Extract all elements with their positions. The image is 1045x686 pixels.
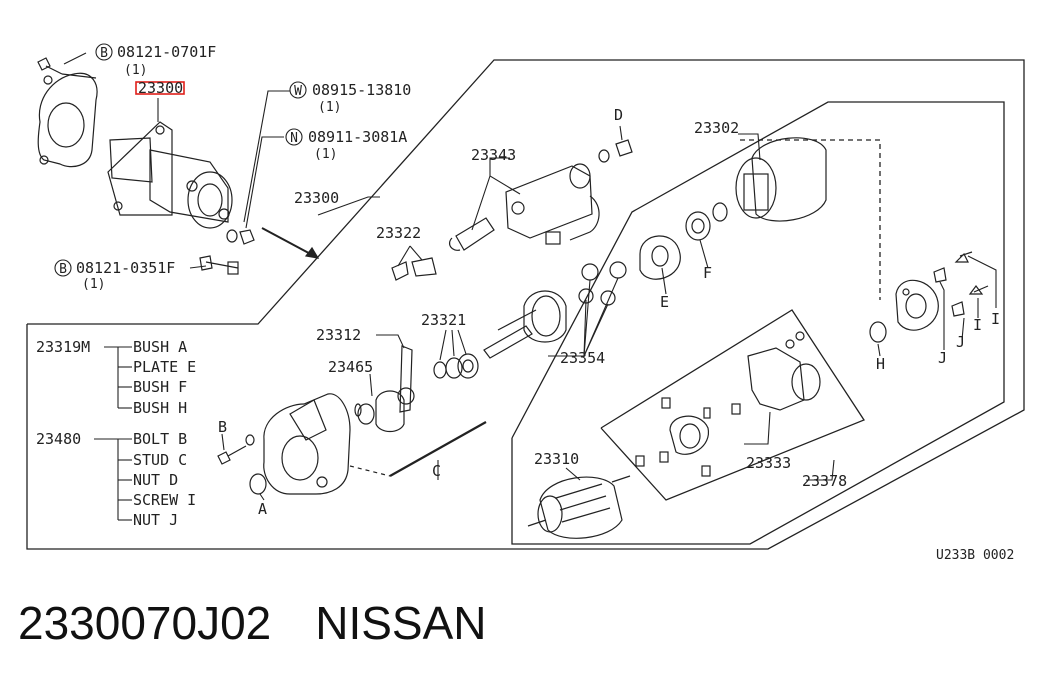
part-footer: 2330070J02 NISSAN — [18, 596, 487, 650]
part-23465: 23465 — [328, 358, 373, 376]
circle-letter-w: W — [294, 84, 302, 99]
outer-frame — [26, 59, 1025, 550]
letter-i-1: I — [973, 316, 982, 334]
bolt-part-number: 08121-0701F — [117, 43, 216, 61]
component-drawings — [217, 137, 989, 539]
nut-quantity: (1) — [314, 147, 337, 162]
part-23343: 23343 — [471, 146, 516, 164]
washer-quantity: (1) — [318, 100, 341, 115]
kit-item: STUD C — [133, 451, 187, 469]
part-23321: 23321 — [421, 311, 466, 329]
circle-letter-b: B — [100, 46, 108, 61]
front-housing-drawing — [263, 393, 351, 495]
kit-code: 23319M — [36, 338, 90, 356]
kit-item: BUSH A — [133, 338, 187, 356]
kit-item: BUSH H — [133, 399, 187, 417]
part-23354: 23354 — [560, 349, 605, 367]
letter-a: A — [258, 500, 267, 518]
diagram-code: U233B 0002 — [936, 548, 1014, 563]
callout-leaders — [63, 52, 380, 269]
cover-dashed-box — [740, 139, 881, 300]
part-23333: 23333 — [746, 454, 791, 472]
brush-holder-frame — [600, 309, 865, 501]
circle-letter-n: N — [290, 131, 298, 146]
kit-item: NUT D — [133, 471, 178, 489]
kit-item: BOLT B — [133, 430, 187, 448]
part-23302: 23302 — [694, 119, 739, 137]
bolt-quantity: (1) — [124, 63, 147, 78]
letter-h: H — [876, 355, 885, 373]
letter-b: B — [218, 418, 227, 436]
part-labels: 23300 23343 23302 23322 23312 23321 2335… — [218, 106, 1000, 518]
kit-item: SCREW I — [133, 491, 196, 509]
yoke-drawing — [751, 137, 827, 222]
part-23300: 23300 — [294, 189, 339, 207]
kit-code: 23480 — [36, 430, 81, 448]
inner-frame — [511, 101, 1005, 545]
callout-b-bottom: B 08121-0351F (1) — [54, 259, 175, 292]
highlight-box — [135, 81, 185, 95]
washer-part-number: 08915-13810 — [312, 81, 411, 99]
nut-part-number: 08911-3081A — [308, 128, 407, 146]
brand-name: NISSAN — [315, 597, 487, 649]
part-leaders — [221, 125, 997, 501]
assembly-part-number: 23300 — [138, 79, 183, 97]
circle-letter-b-bottom: B — [59, 262, 67, 277]
callout-n: N 08911-3081A (1) — [285, 128, 407, 162]
part-23312: 23312 — [316, 326, 361, 344]
letter-c: C — [432, 462, 441, 480]
callout-b-top: B 08121-0701F (1) — [95, 43, 216, 78]
kit-tree-23319m: 23319M BUSH A PLATE E BUSH F BUSH H — [36, 338, 196, 417]
kit-item: PLATE E — [133, 358, 196, 376]
kit-tree-23480: 23480 BOLT B STUD C NUT D SCREW I NUT J — [36, 430, 196, 529]
callout-w: W 08915-13810 (1) — [289, 81, 411, 115]
letter-j-1: J — [938, 349, 947, 367]
kit-item: BUSH F — [133, 378, 187, 396]
letter-i-2: I — [991, 310, 1000, 328]
part-number: 2330070J02 — [18, 597, 272, 649]
diagram-frames — [26, 59, 1025, 550]
assembly-highlight: 23300 — [135, 79, 185, 97]
part-23310: 23310 — [534, 450, 579, 468]
solenoid-drawing — [505, 165, 593, 239]
bolt-bottom-part-number: 08121-0351F — [76, 259, 175, 277]
part-23378: 23378 — [802, 472, 847, 490]
letter-j-2: J — [956, 333, 965, 351]
letter-f: F — [703, 264, 712, 282]
letter-d: D — [614, 106, 623, 124]
kit-item: NUT J — [133, 511, 178, 529]
armature-drawing — [539, 476, 623, 539]
part-23322: 23322 — [376, 224, 421, 242]
starter-assembly-drawing — [37, 57, 320, 275]
letter-e: E — [660, 293, 669, 311]
bolt-bottom-quantity: (1) — [82, 277, 105, 292]
